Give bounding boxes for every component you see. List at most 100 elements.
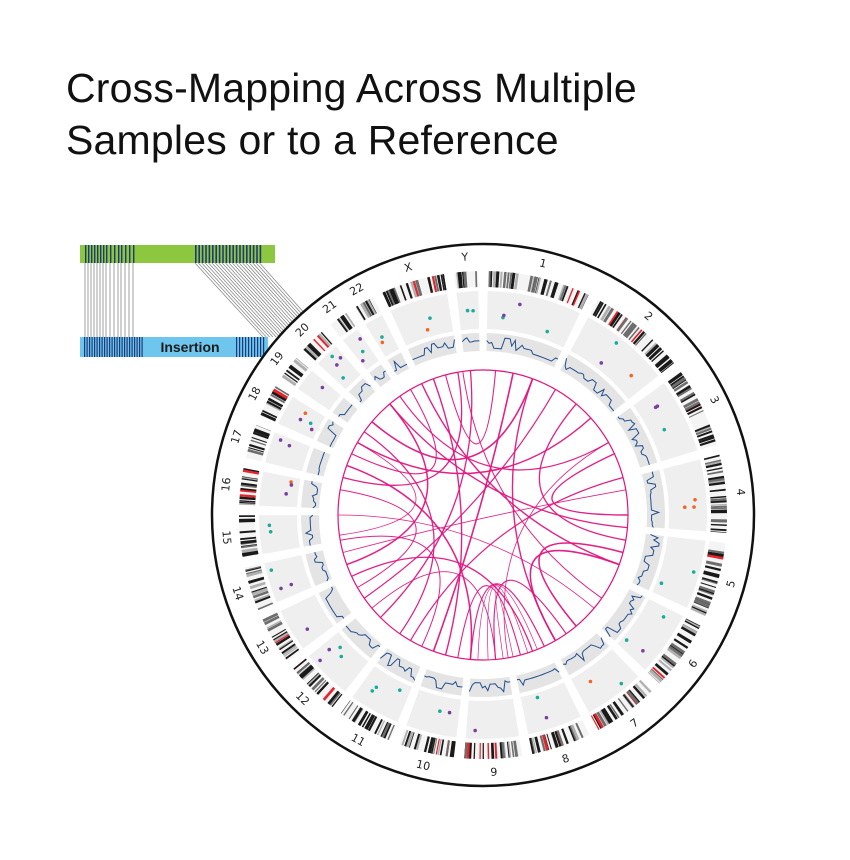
copy-number-line bbox=[345, 625, 381, 649]
cytoband bbox=[593, 713, 604, 729]
dot-track bbox=[633, 383, 698, 462]
cytoband bbox=[616, 317, 628, 332]
cytoband bbox=[681, 624, 698, 635]
cytoband bbox=[351, 707, 363, 723]
line-track bbox=[306, 447, 331, 477]
cytoband bbox=[578, 293, 589, 310]
cytoband bbox=[240, 489, 257, 493]
cytoband bbox=[318, 333, 331, 347]
insertion-stripe bbox=[242, 337, 244, 357]
cytoband bbox=[262, 612, 278, 620]
cytoband bbox=[673, 380, 689, 392]
cytoband bbox=[281, 643, 296, 655]
cytoband bbox=[710, 528, 727, 532]
cytoband bbox=[413, 733, 421, 750]
cytoband bbox=[620, 320, 632, 335]
cytoband bbox=[558, 284, 567, 301]
copy-number-line bbox=[486, 337, 559, 362]
data-dot bbox=[438, 709, 442, 713]
data-dot bbox=[682, 505, 687, 510]
data-dot bbox=[308, 421, 313, 426]
copy-number-line bbox=[617, 416, 650, 466]
reference-stripe bbox=[215, 245, 217, 263]
cytoband bbox=[651, 350, 664, 363]
cytoband bbox=[479, 742, 481, 759]
connector-line bbox=[228, 262, 297, 338]
cytoband bbox=[247, 448, 264, 455]
data-dot bbox=[471, 308, 475, 313]
cytoband bbox=[622, 322, 636, 337]
cytoband bbox=[699, 439, 716, 446]
connector-line bbox=[232, 262, 300, 338]
copy-number-line bbox=[311, 481, 319, 509]
insertion-stripe bbox=[99, 337, 101, 357]
structural-variant-link bbox=[351, 389, 437, 475]
cytoband bbox=[245, 566, 262, 571]
cytoband bbox=[685, 619, 701, 628]
cytoband bbox=[676, 633, 692, 644]
cytoband bbox=[696, 430, 713, 438]
cytoband bbox=[239, 530, 256, 534]
cytoband bbox=[242, 551, 259, 555]
cytoband bbox=[243, 467, 260, 473]
line-track bbox=[560, 633, 610, 676]
cytoband bbox=[698, 436, 715, 444]
cytoband bbox=[648, 347, 663, 361]
cytoband bbox=[633, 685, 646, 699]
insertion-stripe bbox=[251, 337, 253, 357]
copy-number-line bbox=[327, 421, 337, 448]
data-dot bbox=[284, 492, 288, 496]
chromosome-8 bbox=[516, 662, 590, 754]
cytoband bbox=[451, 741, 456, 758]
reference-stripe bbox=[88, 245, 90, 263]
data-dot bbox=[361, 358, 365, 363]
cytoband bbox=[655, 356, 670, 369]
cytoband bbox=[381, 722, 391, 738]
reference-stripe bbox=[198, 245, 200, 263]
cytoband bbox=[628, 326, 640, 341]
cytoband bbox=[322, 686, 336, 701]
data-dot bbox=[692, 505, 696, 509]
structural-variant-link bbox=[363, 389, 557, 599]
cytoband bbox=[445, 740, 450, 757]
data-dot bbox=[425, 327, 430, 332]
cytoband bbox=[254, 595, 271, 603]
data-dot bbox=[289, 483, 294, 487]
insertion-stripe bbox=[121, 337, 123, 357]
data-dot bbox=[473, 728, 477, 733]
cytoband bbox=[293, 359, 308, 372]
cytoband bbox=[670, 376, 686, 389]
cytoband bbox=[431, 276, 438, 293]
data-dot bbox=[380, 335, 384, 339]
cytoband bbox=[434, 275, 440, 292]
line-track bbox=[601, 589, 646, 641]
ideogram-segment bbox=[690, 541, 726, 616]
connector-line bbox=[204, 262, 274, 338]
reference-stripe bbox=[129, 245, 131, 263]
chromosome-label-10: 10 bbox=[415, 758, 432, 774]
chromosome-label-22: 22 bbox=[348, 280, 367, 298]
data-dot bbox=[518, 302, 522, 307]
circos-links bbox=[337, 370, 629, 660]
data-dot bbox=[341, 376, 345, 380]
cytoband bbox=[707, 552, 724, 557]
cytoband bbox=[624, 323, 638, 339]
cytoband bbox=[577, 293, 586, 309]
chromosome-1 bbox=[486, 271, 589, 368]
insertion-stripe bbox=[129, 337, 131, 357]
cytoband bbox=[412, 280, 420, 297]
cytoband bbox=[561, 728, 569, 745]
cytoband bbox=[300, 665, 314, 678]
cytoband bbox=[703, 572, 720, 578]
chromosome-12 bbox=[293, 618, 382, 708]
cytoband bbox=[405, 282, 413, 299]
cytoband bbox=[427, 276, 434, 294]
chromosome-10 bbox=[399, 669, 464, 758]
data-dot bbox=[287, 443, 292, 448]
data-dot bbox=[629, 373, 634, 378]
dot-track bbox=[465, 698, 520, 739]
reference-stripe bbox=[235, 245, 238, 263]
insertion-stripe bbox=[84, 337, 86, 357]
cytoband bbox=[612, 701, 624, 716]
cytoband bbox=[461, 271, 465, 288]
